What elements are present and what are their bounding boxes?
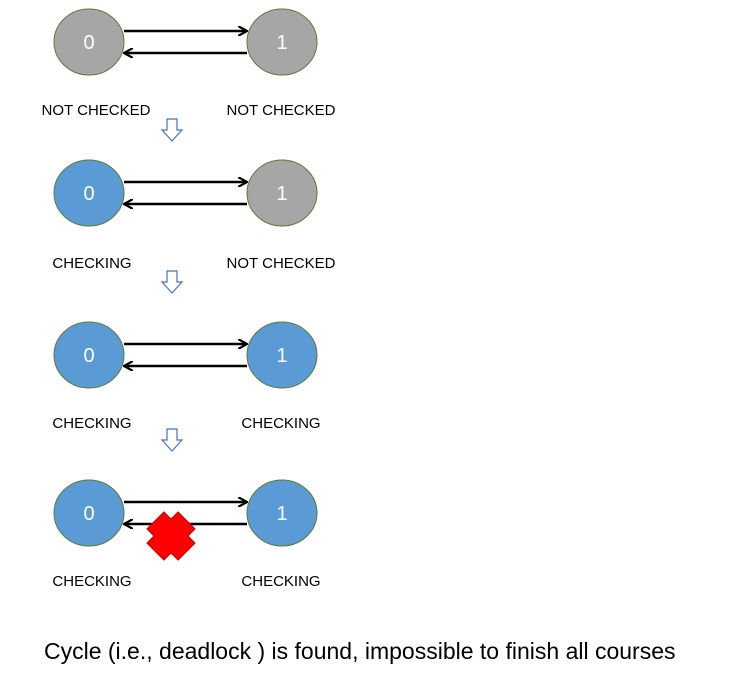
down-outline-arrow-icon [160, 270, 184, 294]
node-status-label: CHECKING [52, 255, 131, 272]
down-outline-arrow-icon [160, 118, 184, 142]
node-status-label: CHECKING [52, 415, 131, 432]
node-status-label: NOT CHECKED [227, 255, 336, 272]
node-label: 1 [276, 183, 287, 205]
down-outline-arrow-icon [160, 428, 184, 452]
node-0 [53, 8, 125, 76]
node-label: 1 [276, 32, 287, 54]
node-label: 0 [83, 345, 94, 367]
node-status-label: CHECKING [241, 573, 320, 590]
node-status-label: CHECKING [241, 415, 320, 432]
node-label: 0 [83, 503, 94, 525]
node-1 [246, 159, 318, 227]
node-status-label: NOT CHECKED [227, 102, 336, 119]
node-0 [53, 159, 125, 227]
node-label: 0 [83, 32, 94, 54]
node-label: 1 [276, 503, 287, 525]
caption: Cycle (i.e., deadlock ) is found, imposs… [44, 638, 676, 664]
node-1 [246, 8, 318, 76]
node-0 [53, 479, 125, 547]
node-status-label: NOT CHECKED [42, 102, 151, 119]
node-label: 1 [276, 345, 287, 367]
node-0 [53, 321, 125, 389]
node-1 [246, 479, 318, 547]
node-1 [246, 321, 318, 389]
node-status-label: CHECKING [52, 573, 131, 590]
node-label: 0 [83, 183, 94, 205]
red-x-icon [146, 511, 196, 561]
red-x-shape [146, 511, 196, 561]
